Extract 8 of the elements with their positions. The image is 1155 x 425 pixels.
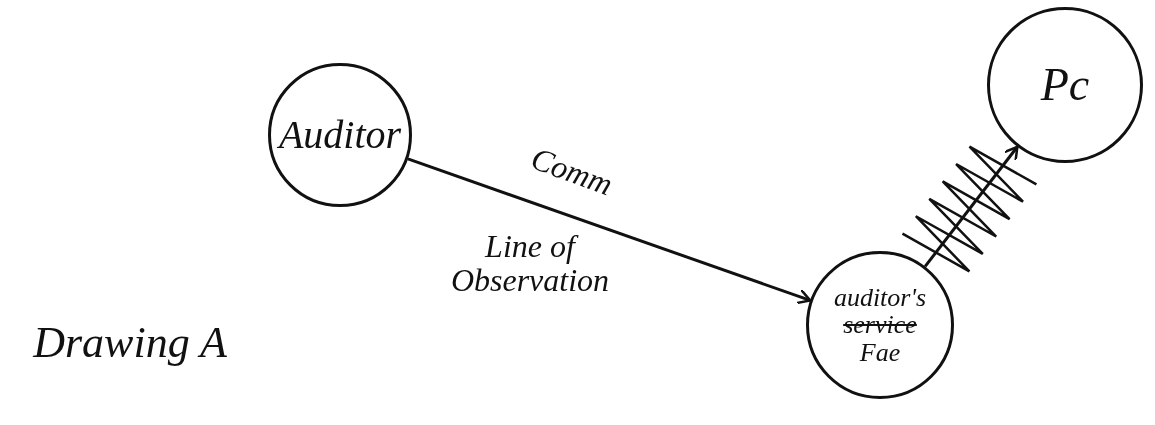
node-label: Auditor: [278, 114, 402, 156]
edge-label: Comm: [526, 141, 617, 202]
text-label: Line of Observation: [449, 230, 611, 298]
node-label: Fae: [859, 338, 901, 366]
node-label: Pc: [1040, 60, 1090, 110]
node-label: auditor's: [833, 284, 927, 312]
node-label: service: [843, 311, 917, 339]
text-label: Drawing A: [31, 320, 228, 367]
